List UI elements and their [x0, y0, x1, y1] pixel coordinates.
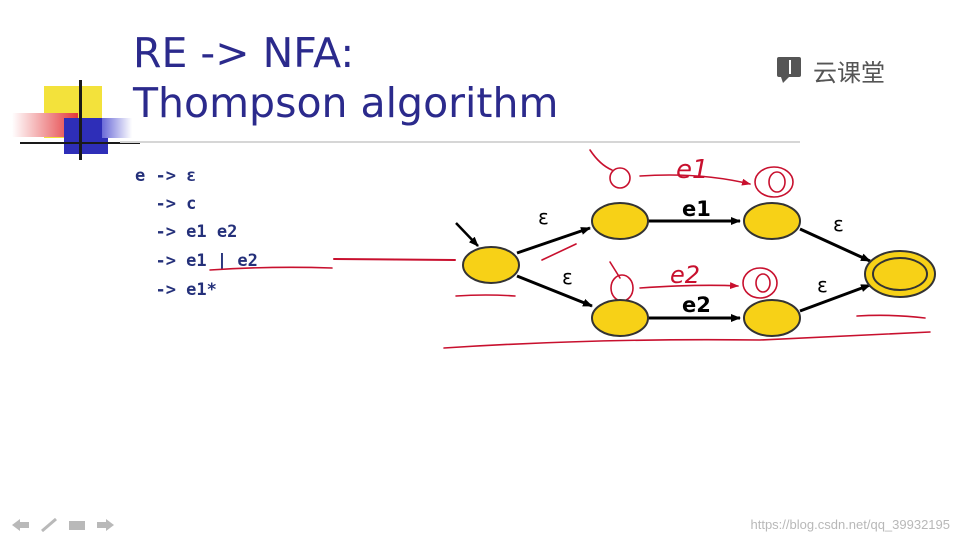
slide-nav	[12, 517, 114, 533]
edge-start-arrow	[455, 222, 479, 247]
prev-arrow-icon[interactable]	[12, 518, 30, 532]
deco-blue-fade	[102, 118, 132, 138]
next-arrow-icon[interactable]	[96, 518, 114, 532]
annotation-upper-label: e1	[676, 155, 709, 185]
annotation-lower-target	[742, 267, 778, 299]
annotation-bottom-line	[443, 331, 931, 349]
annotation-connector-line	[333, 258, 456, 261]
slide-title-line2: Thompson algorithm	[133, 79, 559, 127]
state-start	[462, 246, 520, 284]
state-upper-2	[743, 202, 801, 240]
pen-icon[interactable]	[40, 517, 58, 533]
annotation-upper-target-inner	[768, 171, 786, 193]
edge-start-to-lower	[516, 274, 593, 308]
edge-label-upper-mid: e1	[682, 197, 711, 221]
annotation-lower-target-inner	[755, 273, 771, 293]
handwritten-annotations	[209, 149, 931, 349]
edge-label-upper-out: ε	[833, 212, 844, 236]
nfa-edges	[455, 217, 871, 322]
state-upper-1	[591, 202, 649, 240]
rule-line-5: -> e1*	[135, 280, 217, 300]
book-icon	[775, 53, 805, 88]
slide-title-line1: RE -> NFA:	[133, 29, 355, 77]
decoration-corner	[0, 0, 140, 165]
state-lower-2	[743, 299, 801, 337]
title-underline	[120, 141, 800, 143]
edge-label-lower-mid: e2	[682, 293, 711, 317]
rule-line-3: -> e1 e2	[135, 222, 238, 242]
state-final-inner	[872, 257, 928, 291]
rule-line-4: -> e1 | e2	[135, 251, 258, 271]
annotation-upper-small-circle	[609, 167, 631, 189]
state-lower-1	[591, 299, 649, 337]
edge-label-upper-in: ε	[538, 205, 549, 229]
edge-lower-to-final	[799, 283, 871, 313]
watermark-url: https://blog.csdn.net/qq_39932195	[750, 517, 951, 532]
deco-blue-square	[64, 118, 108, 154]
annotation-lower-small-circle	[610, 274, 634, 302]
annotation-upper-target	[754, 166, 794, 198]
rule-line-2: -> c	[135, 194, 197, 214]
nfa-states	[462, 202, 936, 337]
annotation-upper-pointer	[589, 149, 613, 171]
edge-start-to-upper	[516, 226, 591, 255]
deco-horizontal-line	[20, 142, 140, 144]
annotation-epsilon-stroke	[541, 243, 577, 261]
edge-label-lower-out: ε	[817, 273, 828, 297]
edge-label-lower-in: ε	[562, 265, 573, 289]
brand-logo: 云课堂	[775, 53, 885, 88]
menu-icon[interactable]	[68, 518, 86, 532]
annotation-final-underline	[856, 314, 926, 319]
annotation-start-underline	[455, 294, 516, 297]
deco-vertical-line	[79, 80, 82, 160]
brand-name: 云课堂	[813, 58, 885, 87]
annotation-upper-arrow	[639, 174, 751, 186]
annotation-lower-label: e2	[670, 261, 700, 289]
annotation-lower-arrow	[639, 282, 739, 290]
rule-line-1: e -> ε	[135, 166, 197, 186]
edge-upper-to-final	[799, 227, 871, 263]
annotation-rule-underline	[209, 266, 333, 271]
